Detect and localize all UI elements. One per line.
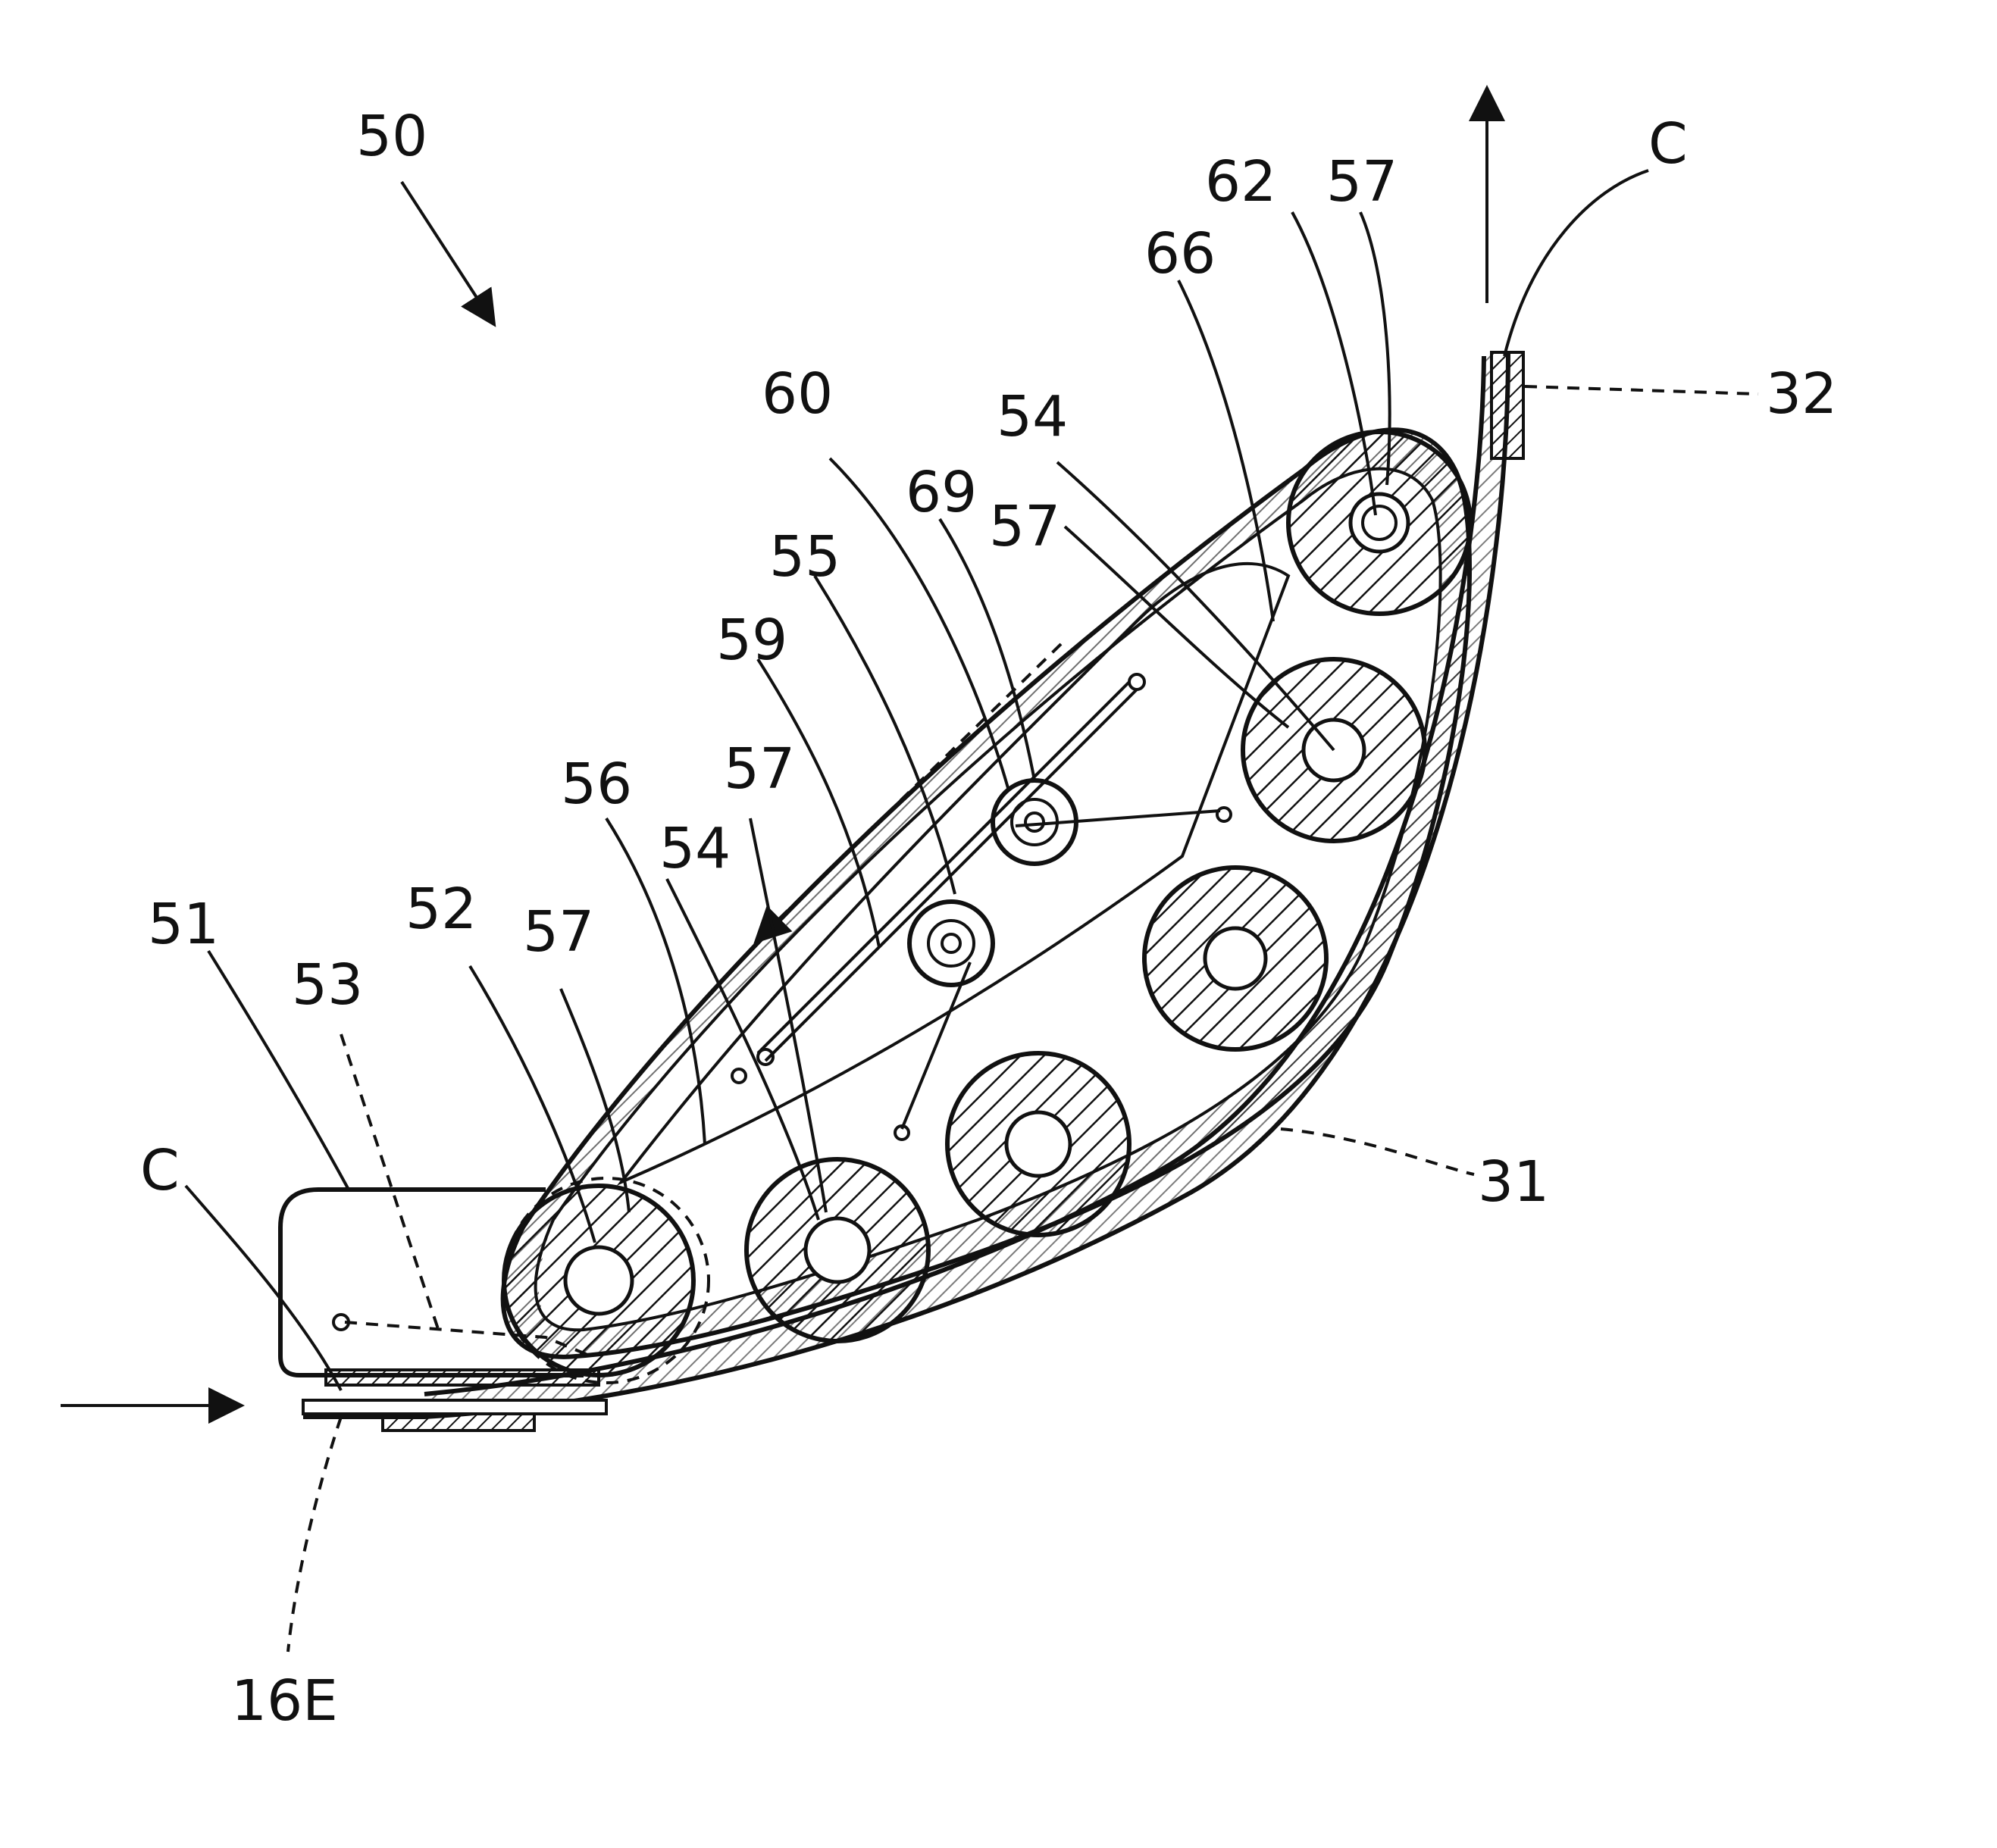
dashed-line-53-leader xyxy=(341,1034,440,1334)
leader-32 xyxy=(1525,386,1758,394)
arrow-50 xyxy=(402,182,493,322)
label-52: 52 xyxy=(405,877,477,942)
small-pulley-lower xyxy=(909,902,993,985)
label-51: 51 xyxy=(148,892,219,957)
pin-d xyxy=(1217,808,1231,821)
label-32: 32 xyxy=(1766,361,1837,427)
leader-c-left xyxy=(186,1186,341,1390)
base-strip-upper xyxy=(326,1370,599,1385)
label-62: 62 xyxy=(1205,149,1276,214)
label-57-c: 57 xyxy=(724,736,795,802)
base-strip-bottom xyxy=(383,1414,534,1431)
base-strip-lower xyxy=(303,1400,606,1414)
label-c-left: C xyxy=(140,1138,180,1203)
label-66: 66 xyxy=(1144,221,1216,286)
label-57-b: 57 xyxy=(989,494,1060,559)
roller-57-middle xyxy=(947,1053,1129,1235)
label-55: 55 xyxy=(769,524,840,589)
leader-16e xyxy=(288,1417,341,1652)
roller-57-right xyxy=(1144,868,1326,1049)
label-69: 69 xyxy=(906,460,977,525)
label-54-a: 54 xyxy=(997,384,1068,449)
pin-c xyxy=(732,1069,746,1083)
label-57-a: 57 xyxy=(1326,149,1398,214)
rod-69 xyxy=(1016,811,1220,826)
roller-57-lower xyxy=(747,1159,928,1341)
label-16e: 16E xyxy=(231,1668,338,1734)
label-c-top: C xyxy=(1648,111,1688,177)
label-31: 31 xyxy=(1478,1149,1549,1215)
label-59: 59 xyxy=(716,608,787,673)
plate-32 xyxy=(1491,352,1523,458)
leader-c-top xyxy=(1504,170,1648,356)
rod-59 xyxy=(758,682,1129,1053)
label-54-b: 54 xyxy=(659,816,731,881)
label-50: 50 xyxy=(356,104,427,169)
label-57-d: 57 xyxy=(523,899,594,965)
roller-62 xyxy=(1288,432,1470,614)
pin-a xyxy=(1129,674,1144,689)
label-53: 53 xyxy=(292,952,363,1018)
label-60: 60 xyxy=(762,361,833,427)
label-56: 56 xyxy=(561,752,632,817)
leader-57-c xyxy=(750,818,826,1212)
leader-31 xyxy=(1281,1129,1474,1174)
